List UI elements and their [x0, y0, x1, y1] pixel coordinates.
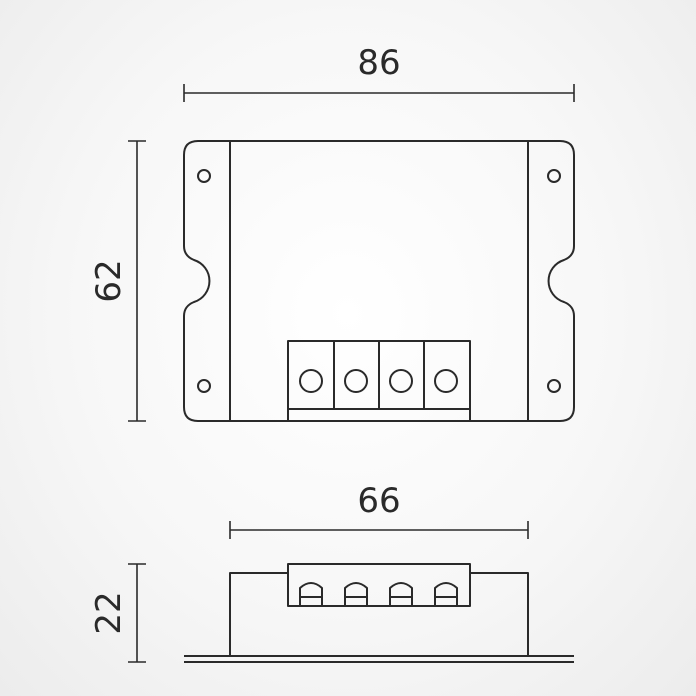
side-view — [184, 563, 574, 663]
terminal-screw-1 — [299, 369, 323, 393]
top-view — [183, 140, 575, 422]
terminal-tooth — [434, 582, 458, 606]
side-height-label: 22 — [89, 591, 129, 634]
side-height-dimension: 22 — [89, 563, 146, 663]
enclosure-outline — [183, 140, 575, 422]
terminal-tooth — [344, 582, 368, 606]
terminal-screw-4 — [434, 369, 458, 393]
top-width-dimension: 86 — [183, 43, 575, 102]
terminal-tooth — [389, 582, 413, 606]
terminal-screw-2 — [344, 369, 368, 393]
top-width-label: 86 — [357, 43, 400, 83]
mounting-hole-bottom-right — [547, 379, 561, 393]
side-width-dimension: 66 — [229, 481, 529, 539]
terminal-screw-3 — [389, 369, 413, 393]
side-terminal-teeth — [299, 582, 458, 606]
top-height-label: 62 — [89, 259, 129, 302]
top-height-dimension: 62 — [89, 140, 146, 422]
side-width-label: 66 — [357, 481, 400, 521]
side-body-outline — [229, 572, 529, 656]
side-terminal-body — [287, 563, 471, 607]
mounting-hole-top-right — [547, 169, 561, 183]
terminal-tooth — [299, 582, 323, 606]
mounting-hole-bottom-left — [197, 379, 211, 393]
terminal-block — [287, 340, 471, 421]
mounting-hole-top-left — [197, 169, 211, 183]
